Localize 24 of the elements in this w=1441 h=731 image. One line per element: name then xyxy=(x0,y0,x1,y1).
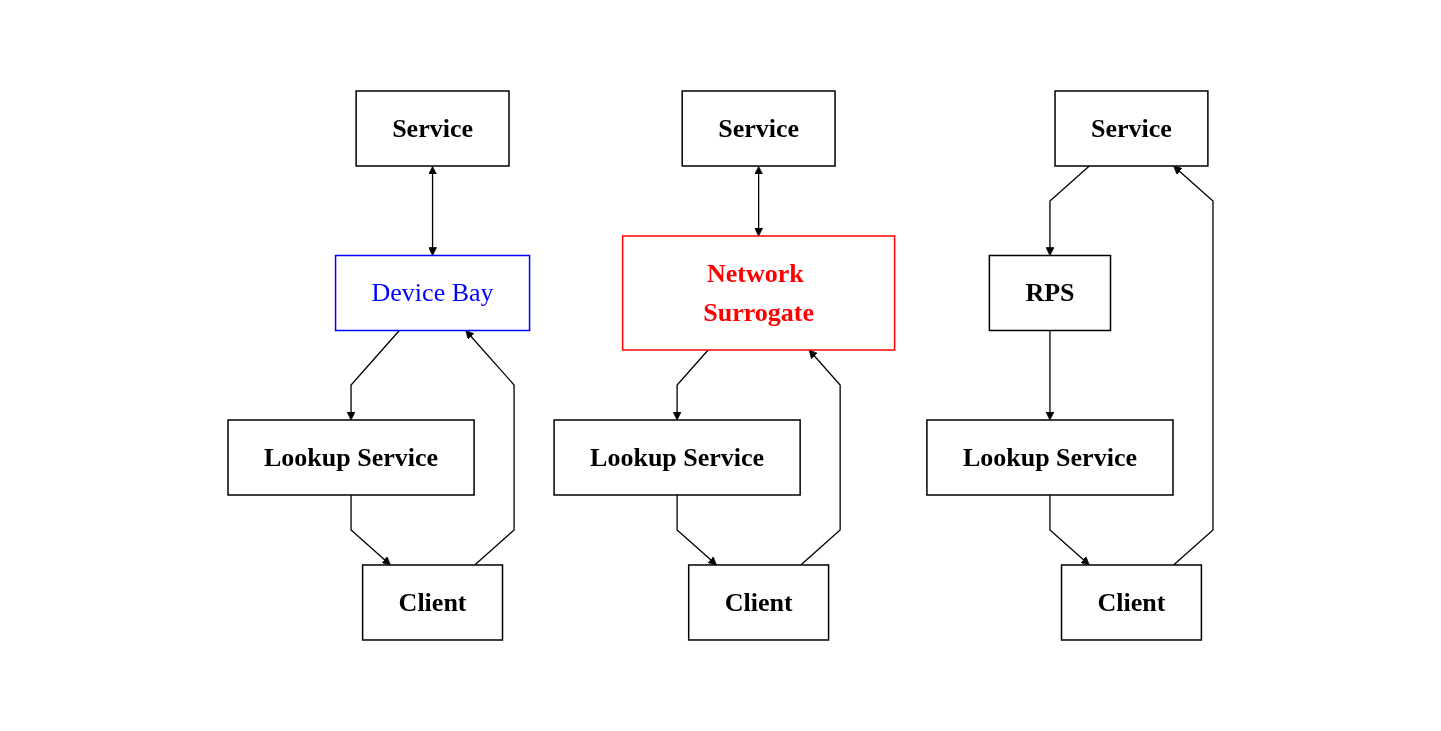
node-box: Client xyxy=(1060,564,1203,641)
arrow xyxy=(1049,494,1090,566)
arrow xyxy=(754,166,764,237)
arrow xyxy=(346,329,400,421)
node-box: Client xyxy=(361,564,504,641)
arrow xyxy=(350,494,391,566)
arrow xyxy=(428,166,437,256)
node-box: Service xyxy=(681,90,836,167)
node-box: Device Bay xyxy=(334,254,531,332)
node-box: Lookup Service xyxy=(926,419,1174,496)
node-box: Network Surrogate xyxy=(621,235,896,351)
arrow xyxy=(672,349,709,421)
arrow xyxy=(465,330,515,566)
arrow xyxy=(1045,329,1055,421)
arrow xyxy=(676,494,717,566)
node-box: Service xyxy=(355,90,510,167)
arrow xyxy=(1172,165,1214,566)
node-box: Lookup Service xyxy=(227,419,475,496)
node-box: Client xyxy=(687,564,830,641)
arrow xyxy=(800,349,841,566)
arrow xyxy=(1045,165,1090,256)
node-box: Lookup Service xyxy=(553,419,801,496)
node-box: RPS xyxy=(988,254,1112,332)
node-box: Service xyxy=(1054,90,1209,167)
